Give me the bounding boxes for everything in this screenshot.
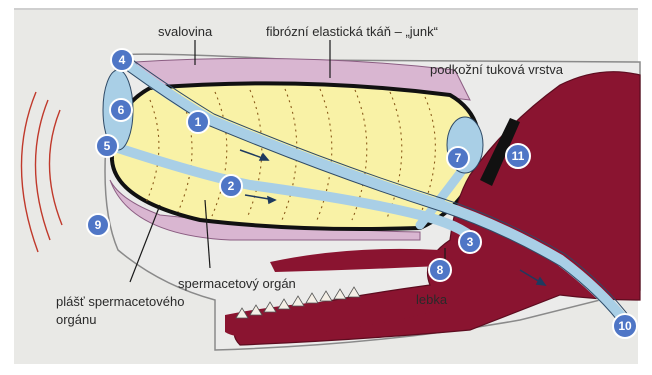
marker-7: 7 [447, 147, 469, 169]
marker-1: 1 [187, 111, 209, 133]
label-skull: lebka [416, 292, 448, 307]
label-blubber: podkožní tuková vrstva [430, 62, 564, 77]
marker-label: 5 [104, 139, 111, 153]
diagram-top-border [14, 8, 638, 10]
marker-label: 11 [512, 149, 525, 163]
marker-2: 2 [220, 175, 242, 197]
marker-label: 6 [118, 103, 125, 117]
label-sheath-line1: plášť spermacetového [56, 294, 184, 309]
marker-label: 10 [618, 319, 632, 333]
label-junk: fibrózní elastická tkáň – „junk“ [266, 24, 438, 39]
label-muscle: svalovina [158, 24, 213, 39]
marker-label: 4 [119, 53, 126, 67]
marker-9: 9 [87, 214, 109, 236]
label-sheath-line2: orgánu [56, 312, 96, 327]
marker-label: 8 [437, 263, 444, 277]
marker-6: 6 [110, 99, 132, 121]
marker-label: 3 [467, 235, 474, 249]
marker-3: 3 [459, 231, 481, 253]
marker-8: 8 [429, 259, 451, 281]
marker-5: 5 [96, 135, 118, 157]
marker-label: 7 [455, 151, 462, 165]
marker-label: 2 [228, 179, 235, 193]
marker-10: 10 [613, 314, 637, 338]
marker-4: 4 [111, 49, 133, 71]
marker-label: 9 [95, 218, 102, 232]
label-spermaceti-organ: spermacetový orgán [178, 276, 296, 291]
marker-11: 11 [506, 144, 530, 168]
marker-label: 1 [195, 115, 202, 129]
